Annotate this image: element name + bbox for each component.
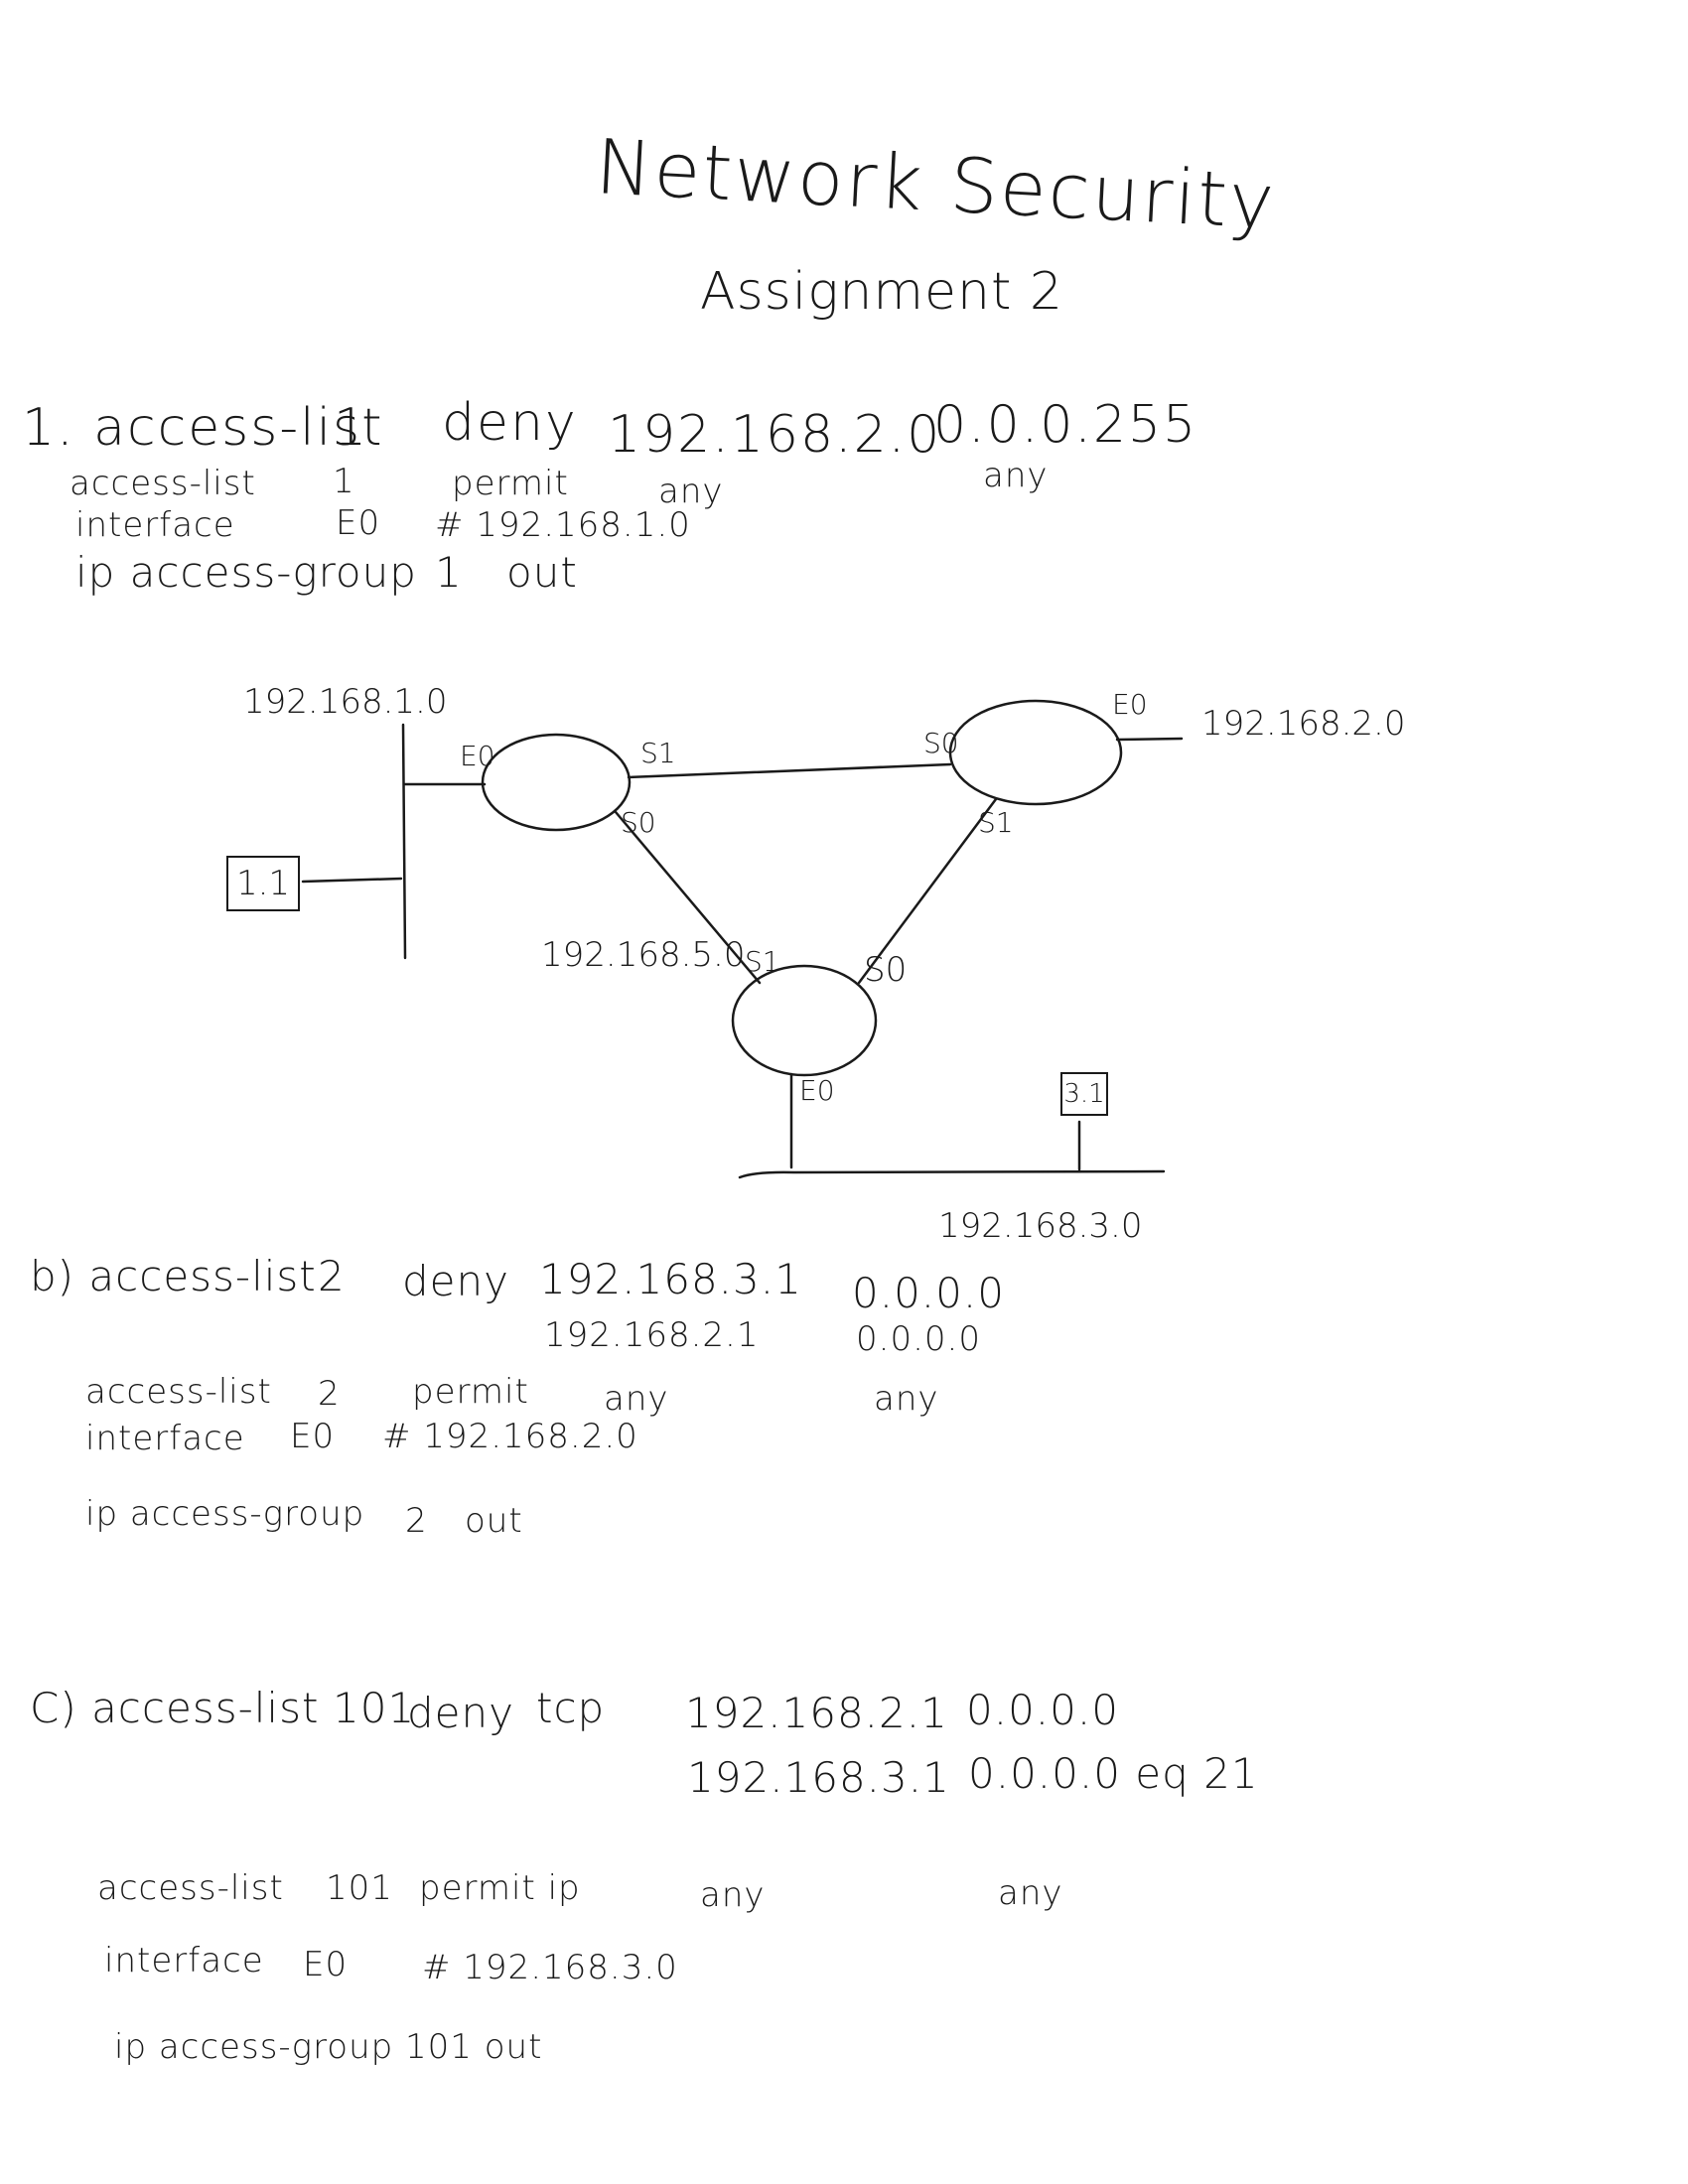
qc-line3-col1: interface <box>104 1941 264 1980</box>
router-2 <box>948 699 1123 806</box>
net-left-label: 192.168.1.0 <box>243 682 448 722</box>
qb-line4-col2: 2 <box>405 1501 428 1541</box>
r3-e0-label: E0 <box>799 1074 835 1107</box>
q1-line2-col4: any <box>658 472 724 511</box>
q1-line3-col1: interface <box>75 505 235 545</box>
qb-line1-col3: deny <box>402 1257 509 1305</box>
qb-line2-col1: access-list <box>85 1372 272 1412</box>
q1-line2-col3: permit <box>452 464 569 503</box>
q1-line4-col1: ip access-group <box>75 548 417 597</box>
host-left-link <box>301 877 403 884</box>
host-3-1-box: 3.1 <box>1060 1072 1108 1116</box>
qb-line1-col1: b) access-list <box>30 1252 317 1300</box>
host-3-1-label: 3.1 <box>1063 1079 1105 1109</box>
net-middle-label: 192.168.5.0 <box>541 935 746 975</box>
qb-line1-col2: 2 <box>318 1252 346 1300</box>
r2-s0-label: S0 <box>923 727 959 759</box>
qc-line1-col1: C) access-list <box>30 1684 320 1732</box>
qc-line2-col2: 101 <box>326 1868 393 1908</box>
link-r1-r3 <box>614 810 762 985</box>
q1-line1-col3: deny <box>442 393 578 453</box>
qc-line2-col3: permit ip <box>419 1868 581 1908</box>
router2-e0-link <box>1115 737 1184 742</box>
page-subtitle: Assignment 2 <box>700 262 1063 322</box>
q1-line4-col3: out <box>506 548 578 597</box>
qb-line3-col3: # 192.168.2.0 <box>382 1417 638 1456</box>
q1-line2-col1: access-list <box>70 464 256 503</box>
qc-line2-col1: access-list <box>97 1868 284 1908</box>
r3-s0-label: S0 <box>864 950 908 990</box>
qc-line1b-col1: 192.168.3.1 <box>687 1753 950 1802</box>
qb-line1-col5: 0.0.0.0 <box>852 1269 1005 1317</box>
qc-line1-col5: 192.168.2.1 <box>685 1689 948 1737</box>
r1-e0-label: E0 <box>460 740 495 772</box>
qb-line3-col1: interface <box>85 1419 245 1458</box>
link-r2-r3 <box>857 797 998 985</box>
qb-line2-col5: any <box>874 1379 939 1419</box>
qc-line3-col3: # 192.168.3.0 <box>422 1948 678 1987</box>
router-1 <box>481 733 632 832</box>
q1-line2-col5: any <box>983 456 1049 495</box>
link-r1-r2 <box>627 762 952 779</box>
q1-line1-col4: 192.168.2.0 <box>608 405 942 465</box>
r1-s0-label: S0 <box>621 806 656 839</box>
q1-line1-col5: 0.0.0.255 <box>933 395 1198 455</box>
qb-line1b-col2: 0.0.0.0 <box>856 1319 981 1359</box>
lan-left-line <box>401 723 407 960</box>
qc-line1-col2: 101 <box>333 1684 416 1732</box>
r2-s1-label: S1 <box>978 806 1014 839</box>
qc-line1b-col2: 0.0.0.0 eq 21 <box>968 1749 1259 1798</box>
r3-s1-label: S1 <box>745 945 780 978</box>
qc-line1-col4: tcp <box>536 1684 606 1732</box>
qb-line1b-col1: 192.168.2.1 <box>544 1315 760 1355</box>
qc-line1-col6: 0.0.0.0 <box>966 1686 1119 1734</box>
qb-line4-col1: ip access-group <box>85 1494 365 1534</box>
qb-line3-col2: E0 <box>290 1417 336 1456</box>
qb-line2-col3: permit <box>412 1372 529 1412</box>
q1-line3-col2: E0 <box>336 503 381 543</box>
qc-line1-col3: deny <box>407 1689 514 1737</box>
q1-line3-col3: # 192.168.1.0 <box>435 505 691 545</box>
q1-line1-col1: 1. access-list <box>22 398 384 458</box>
qc-line4-col1: ip access-group 101 out <box>114 2027 543 2067</box>
qb-line4-col3: out <box>465 1501 523 1541</box>
net-bottom-label: 192.168.3.0 <box>938 1206 1143 1246</box>
qc-line2-col5: any <box>998 1873 1063 1913</box>
q1-line2-col2: 1 <box>333 462 355 501</box>
qb-line2-col2: 2 <box>318 1374 341 1414</box>
host-1-1-box: 1.1 <box>226 856 300 911</box>
net-right-label: 192.168.2.0 <box>1201 704 1406 744</box>
router-3 <box>731 964 878 1077</box>
q1-line4-col2: 1 <box>435 548 463 597</box>
r1-s1-label: S1 <box>640 737 676 769</box>
qb-line2-col4: any <box>604 1379 669 1419</box>
r2-e0-label: E0 <box>1112 688 1148 721</box>
lan-bottom-line <box>738 1169 1166 1179</box>
qb-line1-col4: 192.168.3.1 <box>539 1255 802 1303</box>
qc-line2-col4: any <box>700 1875 766 1915</box>
host-1-1-label: 1.1 <box>235 864 291 903</box>
q1-line1-col2: 1 <box>334 398 369 458</box>
qc-line3-col2: E0 <box>303 1945 349 1984</box>
